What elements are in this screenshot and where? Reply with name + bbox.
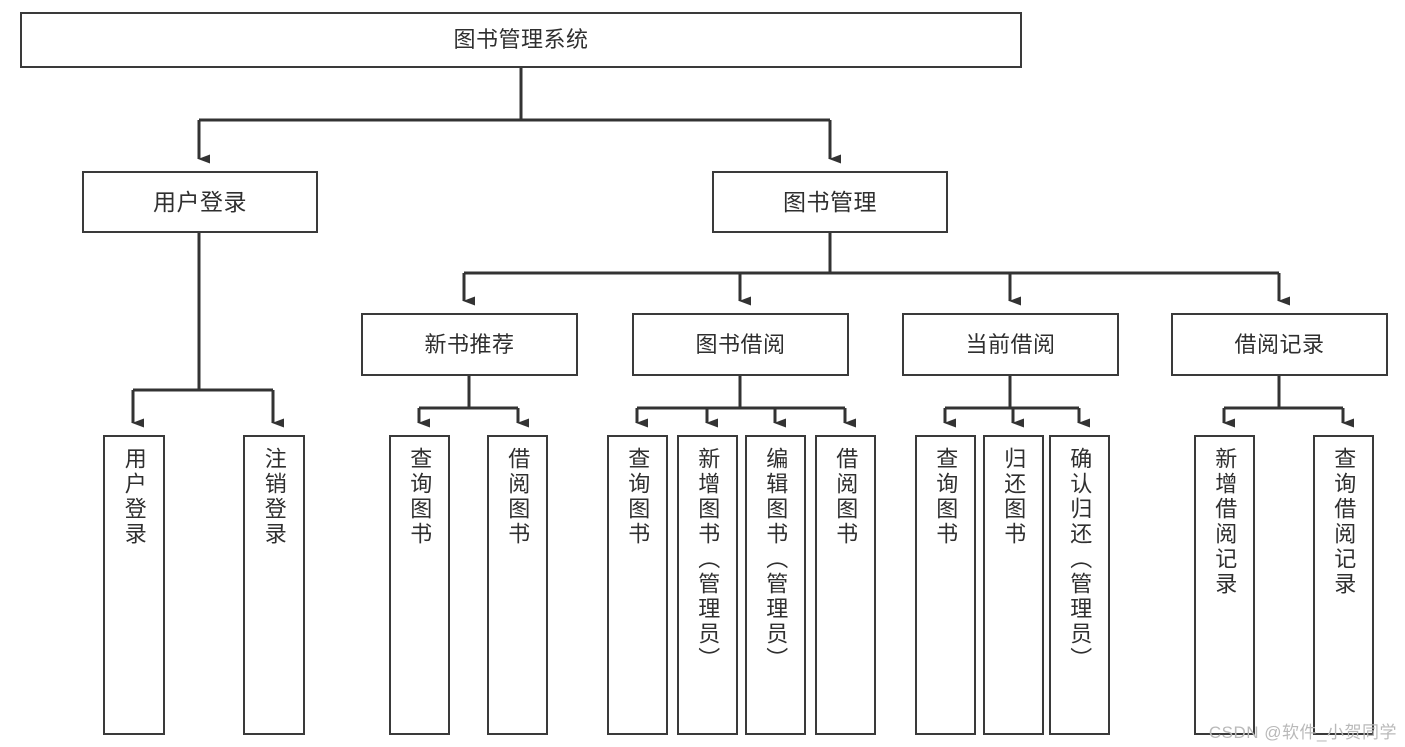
connector-group bbox=[131, 68, 1354, 428]
node-label-bb-add-book: 新增图书（管理员） bbox=[695, 447, 721, 672]
node-bb-edit-book[interactable]: 编辑图书（管理员） bbox=[745, 435, 806, 735]
node-current-borrow[interactable]: 当前借阅 bbox=[902, 313, 1119, 376]
node-cb-confirm-return[interactable]: 确认归还（管理员） bbox=[1049, 435, 1110, 735]
node-label-nbr-query-book: 查询图书 bbox=[407, 447, 433, 547]
node-leaf-user-logout[interactable]: 注销登录 bbox=[243, 435, 305, 735]
node-label-current-borrow: 当前借阅 bbox=[965, 331, 1056, 357]
node-label-borrow-record: 借阅记录 bbox=[1234, 331, 1325, 357]
node-cb-return-book[interactable]: 归还图书 bbox=[983, 435, 1044, 735]
node-new-book-recommend[interactable]: 新书推荐 bbox=[361, 313, 578, 376]
node-bb-query-book[interactable]: 查询图书 bbox=[607, 435, 668, 735]
node-label-bb-edit-book: 编辑图书（管理员） bbox=[763, 447, 789, 672]
node-label-cb-return-book: 归还图书 bbox=[1001, 447, 1027, 547]
node-label-book-manage: 图书管理 bbox=[783, 188, 877, 215]
node-label-br-add-record: 新增借阅记录 bbox=[1212, 447, 1238, 597]
node-root[interactable]: 图书管理系统 bbox=[20, 12, 1022, 68]
node-bb-borrow-book[interactable]: 借阅图书 bbox=[815, 435, 876, 735]
node-label-bb-query-book: 查询图书 bbox=[625, 447, 651, 547]
node-label-nbr-borrow-book: 借阅图书 bbox=[505, 447, 531, 547]
node-br-add-record[interactable]: 新增借阅记录 bbox=[1194, 435, 1255, 735]
node-label-book-borrow: 图书借阅 bbox=[695, 331, 786, 357]
node-label-br-query-record: 查询借阅记录 bbox=[1331, 447, 1357, 597]
node-label-cb-query-book: 查询图书 bbox=[933, 447, 959, 547]
connector-cb-to-leaves bbox=[943, 376, 1090, 428]
node-label-bb-borrow-book: 借阅图书 bbox=[833, 447, 859, 547]
node-label-leaf-user-login: 用户登录 bbox=[121, 447, 147, 547]
node-book-borrow[interactable]: 图书借阅 bbox=[632, 313, 849, 376]
node-cb-query-book[interactable]: 查询图书 bbox=[915, 435, 976, 735]
node-label-root: 图书管理系统 bbox=[453, 27, 589, 53]
node-nbr-borrow-book[interactable]: 借阅图书 bbox=[487, 435, 548, 735]
node-label-new-book-recommend: 新书推荐 bbox=[424, 331, 515, 357]
node-book-manage[interactable]: 图书管理 bbox=[712, 171, 948, 233]
connector-userlogin-to-leaves bbox=[131, 233, 284, 428]
node-borrow-record[interactable]: 借阅记录 bbox=[1171, 313, 1388, 376]
connector-bookmanage-to-level2 bbox=[462, 233, 1290, 306]
node-label-leaf-user-logout: 注销登录 bbox=[261, 447, 287, 547]
connector-bb-to-leaves bbox=[635, 376, 856, 428]
node-bb-add-book[interactable]: 新增图书（管理员） bbox=[677, 435, 738, 735]
node-nbr-query-book[interactable]: 查询图书 bbox=[389, 435, 450, 735]
node-leaf-user-login[interactable]: 用户登录 bbox=[103, 435, 165, 735]
node-label-user-login: 用户登录 bbox=[153, 188, 247, 215]
watermark: CSDN @软件_小贺同学 bbox=[1208, 723, 1397, 742]
connector-nbr-to-leaves bbox=[417, 376, 529, 428]
connector-root-to-level1 bbox=[197, 68, 841, 164]
connector-br-to-leaves bbox=[1222, 376, 1354, 428]
node-user-login[interactable]: 用户登录 bbox=[82, 171, 318, 233]
node-label-cb-confirm-return: 确认归还（管理员） bbox=[1067, 447, 1093, 672]
node-br-query-record[interactable]: 查询借阅记录 bbox=[1313, 435, 1374, 735]
